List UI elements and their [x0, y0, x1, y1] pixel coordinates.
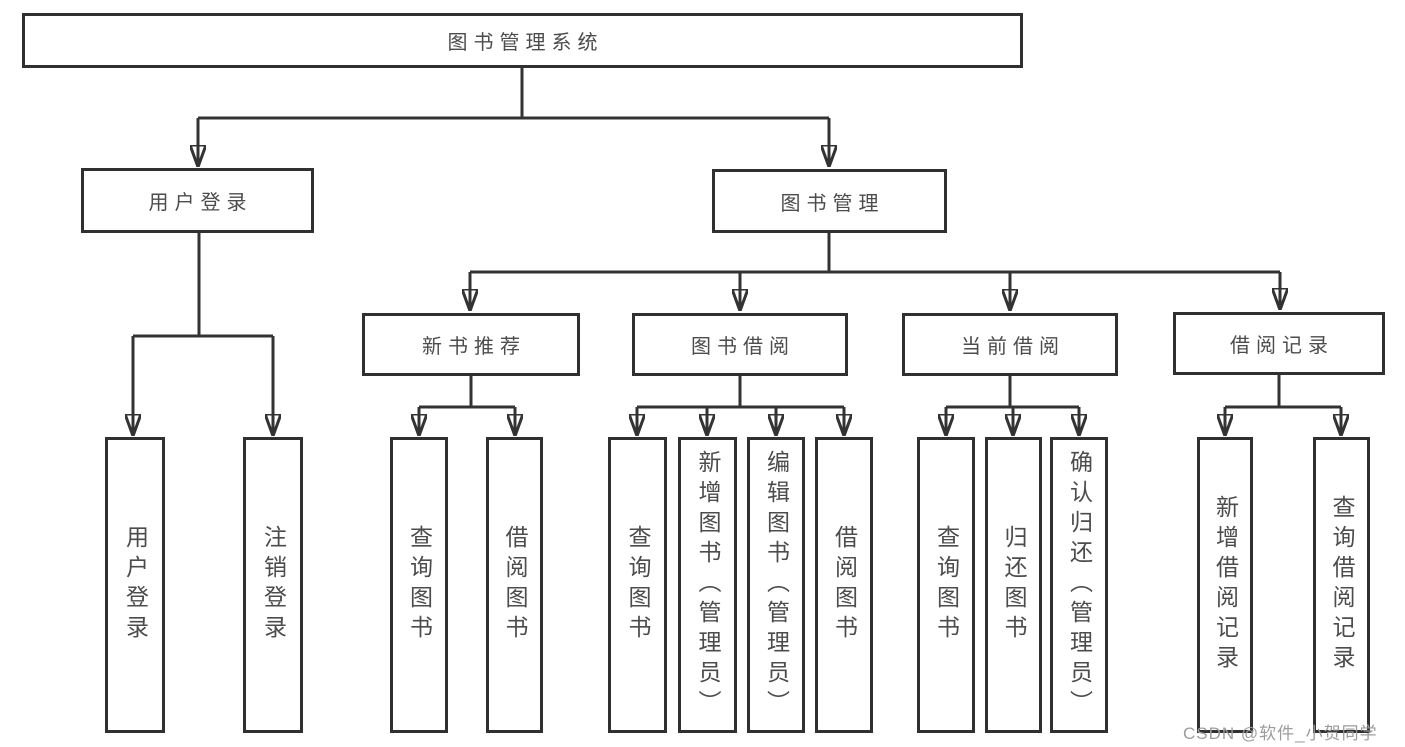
node-root: 图书管理系统: [22, 13, 1023, 68]
leaf-cb-query-books-label: 查询图书: [933, 525, 960, 645]
node-book-borrow: 图书借阅: [632, 313, 848, 376]
node-user-login-label: 用户登录: [148, 192, 253, 214]
leaf-bb-add-books-admin: 新增图书（管理员）: [678, 437, 737, 733]
node-borrow-records: 借阅记录: [1173, 312, 1385, 375]
node-borrow-records-label: 借阅记录: [1230, 335, 1334, 357]
leaf-cb-return-books: 归还图书: [985, 437, 1042, 733]
leaf-bb-query-books-label: 查询图书: [625, 525, 651, 645]
leaf-nb-borrow-books-label: 借阅图书: [502, 525, 528, 645]
leaf-br-add-record: 新增借阅记录: [1197, 437, 1253, 733]
leaf-logout-label: 注销登录: [260, 525, 287, 645]
leaf-bb-query-books: 查询图书: [608, 437, 667, 733]
node-current-borrow-label: 当前借阅: [961, 336, 1065, 358]
leaf-cb-query-books: 查询图书: [917, 437, 975, 733]
leaf-cb-return-books-label: 归还图书: [1001, 525, 1027, 645]
leaf-nb-query-books-label: 查询图书: [406, 525, 433, 645]
node-current-borrow: 当前借阅: [902, 313, 1118, 376]
leaf-bb-add-books-admin-label: 新增图书（管理员）: [695, 450, 721, 720]
leaf-logout: 注销登录: [243, 437, 303, 733]
leaf-user-login: 用户登录: [105, 437, 165, 733]
leaf-bb-borrow-books-label: 借阅图书: [831, 525, 858, 645]
leaf-br-query-record: 查询借阅记录: [1313, 437, 1370, 733]
leaf-nb-query-books: 查询图书: [390, 437, 448, 733]
node-new-book-recommend: 新书推荐: [362, 313, 580, 376]
node-new-book-recommend-label: 新书推荐: [422, 336, 526, 358]
leaf-br-query-record-label: 查询借阅记录: [1329, 495, 1355, 675]
leaf-bb-edit-books-admin: 编辑图书（管理员）: [747, 437, 805, 733]
leaf-nb-borrow-books: 借阅图书: [486, 437, 543, 733]
leaf-bb-edit-books-admin-label: 编辑图书（管理员）: [763, 450, 790, 720]
leaf-bb-borrow-books: 借阅图书: [815, 437, 873, 733]
node-root-label: 图书管理系统: [447, 32, 604, 54]
leaf-user-login-label: 用户登录: [122, 525, 149, 645]
watermark: CSDN @软件_小贺同学: [1183, 724, 1378, 743]
leaf-cb-confirm-return-admin-label: 确认归还（管理员）: [1066, 450, 1093, 720]
leaf-br-add-record-label: 新增借阅记录: [1212, 495, 1239, 675]
node-book-management-label: 图书管理: [780, 192, 885, 215]
node-book-borrow-label: 图书借阅: [691, 336, 795, 358]
leaf-cb-confirm-return-admin: 确认归还（管理员）: [1050, 437, 1108, 733]
node-book-management: 图书管理: [712, 169, 947, 233]
node-user-login: 用户登录: [81, 168, 314, 233]
